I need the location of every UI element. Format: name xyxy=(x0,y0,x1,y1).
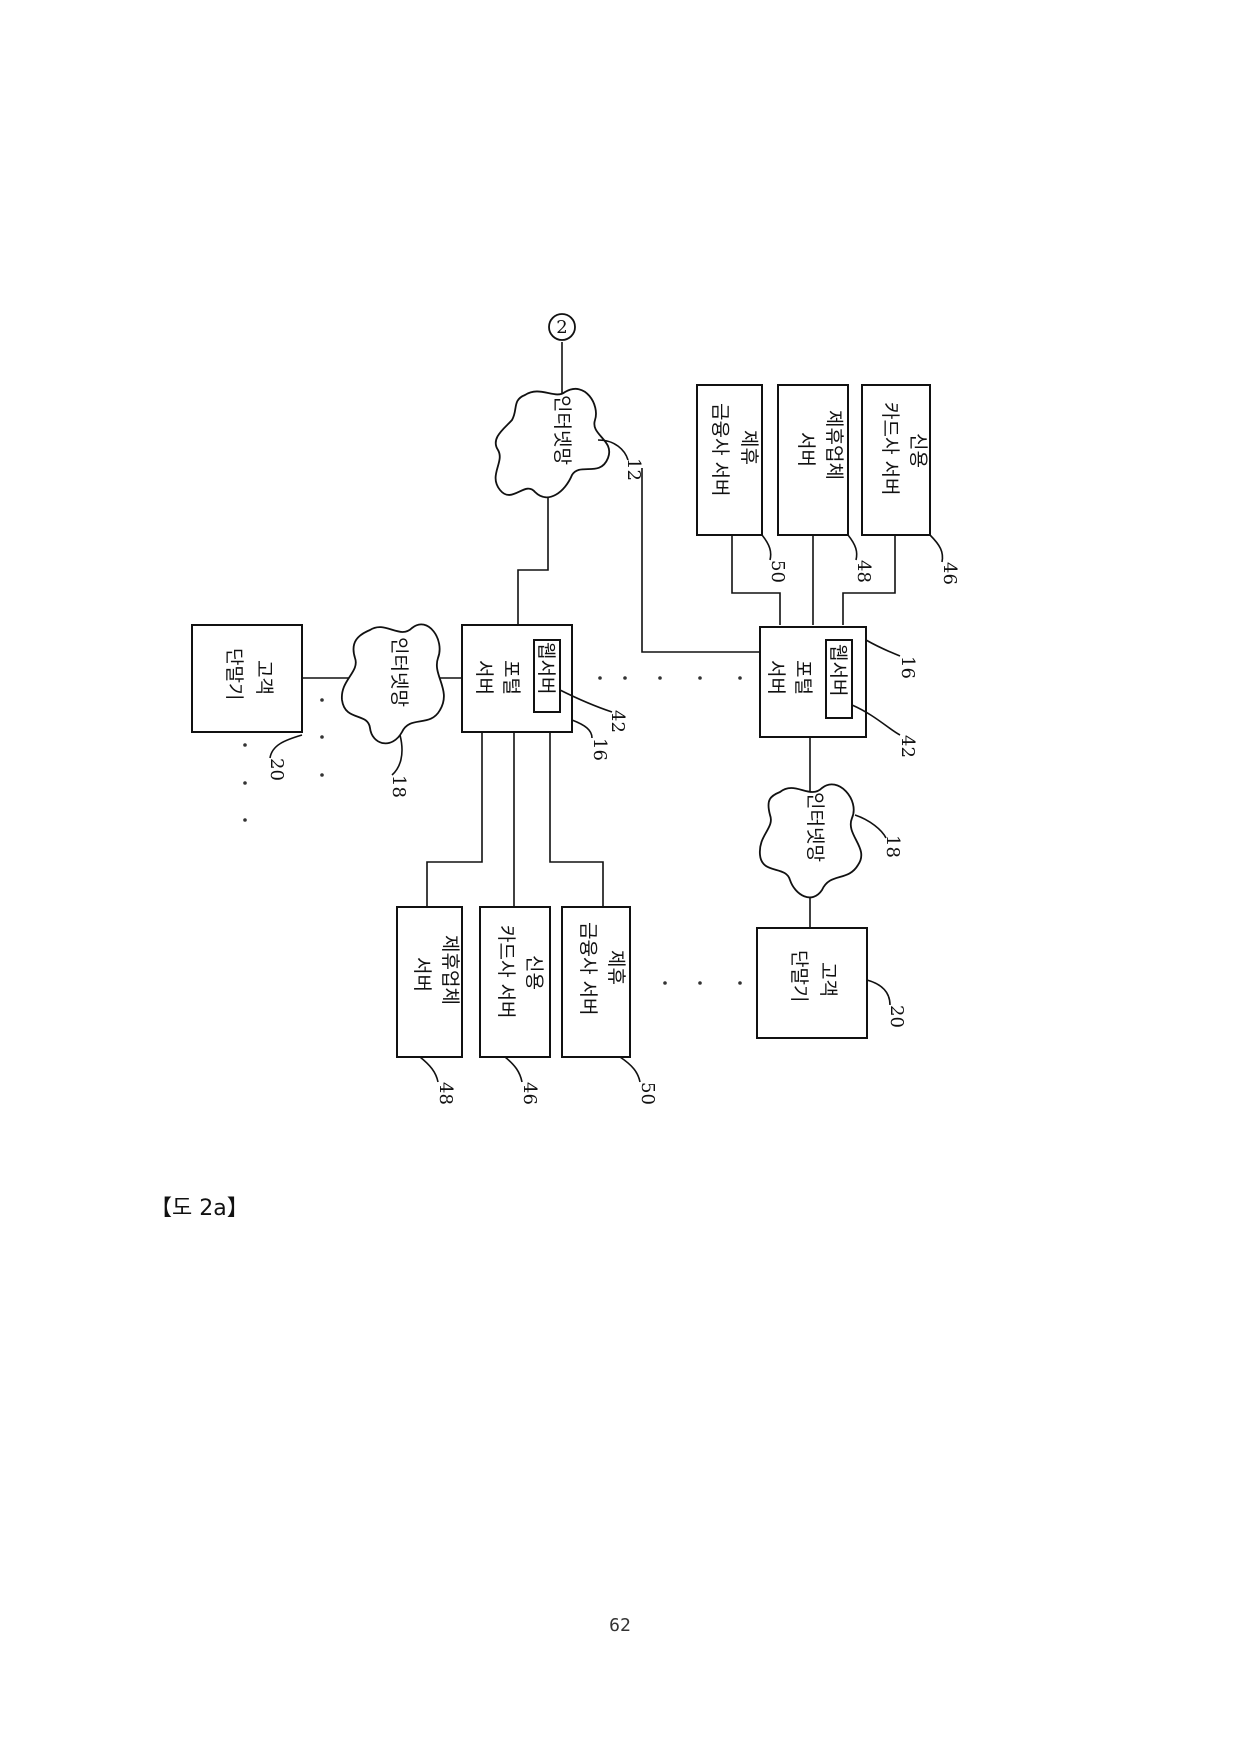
internet-cloud-right: 인터넷망 18 xyxy=(759,783,903,899)
ellipsis-dots xyxy=(243,676,742,985)
credit-card-line2: 카드사 서버 xyxy=(879,402,901,495)
ref-48-top: 48 xyxy=(853,560,874,583)
partner-company-b-line2: 서버 xyxy=(411,957,433,992)
ref-12: 12 xyxy=(623,458,644,481)
partner-company-b-line1: 제휴업체 xyxy=(439,935,461,1005)
connector-circle: 2 xyxy=(548,313,576,341)
ref-48-bottom: 48 xyxy=(435,1082,456,1105)
partner-company-server-bottom: 제휴업체 서버 48 xyxy=(396,906,463,1105)
credit-card-b-line2: 카드사 서버 xyxy=(495,925,517,1018)
portal-1-line2: 서버 xyxy=(473,660,495,695)
customer-terminal-2: 고객 단말기 20 xyxy=(756,927,907,1039)
ref-50-bottom: 50 xyxy=(637,1082,658,1105)
internet-cloud-left: 인터넷망 18 xyxy=(341,623,445,798)
terminal-2-line1: 고객 xyxy=(817,962,839,997)
partner-financial-server-top: 제휴 금융사 서버 50 xyxy=(696,384,788,583)
internet-cloud-main: 인터넷망 12 xyxy=(494,388,644,499)
portal-server-2: 웹서버 포털 서버 16 42 xyxy=(759,626,918,758)
partner-financial-line2: 금융사 서버 xyxy=(709,403,731,496)
terminal-1-line1: 고객 xyxy=(253,660,275,695)
ref-18-left: 18 xyxy=(388,775,409,798)
ref-46-bottom: 46 xyxy=(519,1082,540,1105)
connection-lines xyxy=(302,342,896,928)
credit-card-line1: 신용 xyxy=(907,433,929,468)
partner-company-server-top: 제휴업체 서버 48 xyxy=(777,384,874,583)
internet-cloud-right-label: 인터넷망 xyxy=(804,792,826,862)
partner-company-line1: 제휴업체 xyxy=(823,410,845,480)
ref-18-right: 18 xyxy=(882,835,903,858)
ref-42-right: 42 xyxy=(897,735,918,758)
portal-1-line1: 포털 xyxy=(500,660,522,695)
partner-financial-b-line2: 금융사 서버 xyxy=(577,922,599,1015)
credit-card-b-line1: 신용 xyxy=(523,955,545,990)
credit-card-server-top: 신용 카드사 서버 46 xyxy=(861,384,960,585)
portal-2-line1: 포털 xyxy=(792,660,814,695)
partner-financial-server-bottom: 제휴 금융사 서버 50 xyxy=(561,906,658,1105)
portal-server-1: 웹서버 포털 서버 42 16 xyxy=(461,624,628,761)
figure-caption: 【도 2a】 xyxy=(150,1196,249,1221)
partner-financial-line1: 제휴 xyxy=(738,430,760,465)
ref-50-top: 50 xyxy=(767,560,788,583)
ref-20-left: 20 xyxy=(266,758,287,781)
ref-46-top: 46 xyxy=(939,562,960,585)
web-server-label-2: 웹서버 xyxy=(827,644,849,696)
partner-company-line2: 서버 xyxy=(795,432,817,467)
connector-label: 2 xyxy=(556,317,567,338)
ref-42-left: 42 xyxy=(607,710,628,733)
partner-financial-b-line1: 제휴 xyxy=(605,950,627,985)
ref-16-left: 16 xyxy=(589,738,610,761)
ref-16-right: 16 xyxy=(897,656,918,679)
terminal-1-line2: 단말기 xyxy=(223,648,245,700)
internet-cloud-main-label: 인터넷망 xyxy=(551,395,573,465)
portal-2-line2: 서버 xyxy=(765,660,787,695)
internet-cloud-left-label: 인터넷망 xyxy=(388,637,410,707)
page-number: 62 xyxy=(609,1615,631,1636)
ref-20-right: 20 xyxy=(886,1005,907,1028)
web-server-label-1: 웹서버 xyxy=(535,642,557,694)
terminal-2-line2: 단말기 xyxy=(788,950,810,1002)
credit-card-server-bottom: 신용 카드사 서버 46 xyxy=(479,906,551,1105)
customer-terminal-1: 고객 단말기 20 xyxy=(191,624,303,781)
